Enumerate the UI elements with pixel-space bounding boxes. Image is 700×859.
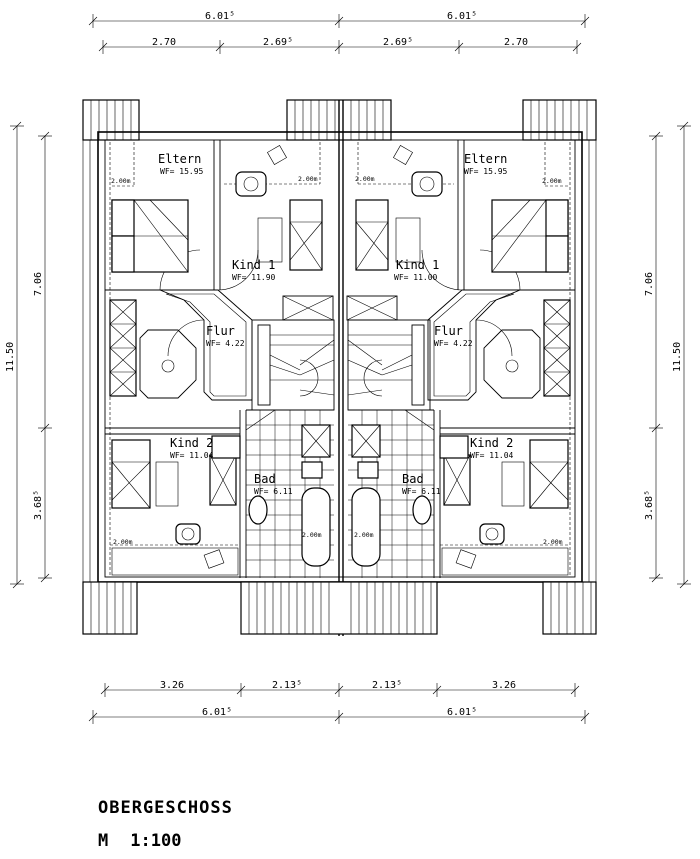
height-marker-6: 2.00m xyxy=(302,531,322,539)
dim-top-part-1: 2.70 xyxy=(152,37,176,48)
dim-right-total: 11.50 xyxy=(672,342,683,372)
room-area-kind1-right: WF= 11.00 xyxy=(394,273,438,282)
dim-bottom-part-1: 3.26 xyxy=(160,680,184,691)
room-area-flur-right: WF= 4.22 xyxy=(434,339,473,348)
room-name-kind2-left: Kind 2 xyxy=(170,436,213,450)
room-area-bad-right: WF= 6.11 xyxy=(402,487,441,496)
dim-bottom-part-2: 2.13⁵ xyxy=(272,680,302,691)
room-area-eltern-left: WF= 15.95 xyxy=(160,167,204,176)
floor-plan: 6.01⁵ 6.01⁵ 2.70 2.69⁵ 2.69⁵ 2.70 3.26 2… xyxy=(5,11,691,724)
room-name-eltern-left: Eltern xyxy=(158,152,201,166)
height-markers: 2.00m 2.00m 2.00m 2.00m 2.00m 2.00m 2.00… xyxy=(111,175,563,546)
room-area-kind2-right: WF= 11.04 xyxy=(470,451,514,460)
scale-value: 1:100 xyxy=(130,831,182,851)
dim-top-total-right: 6.01⁵ xyxy=(447,11,477,22)
dim-bottom-part-4: 3.26 xyxy=(492,680,516,691)
room-area-bad-left: WF= 6.11 xyxy=(254,487,293,496)
room-name-kind1-right: Kind 1 xyxy=(396,258,439,272)
bottom-dimension-lines: 3.26 2.13⁵ 2.13⁵ 3.26 6.01⁵ 6.01⁵ xyxy=(88,680,590,724)
room-name-eltern-right: Eltern xyxy=(464,152,507,166)
building-outline xyxy=(82,99,597,636)
dim-left-part-2: 3.68⁵ xyxy=(33,490,44,520)
room-name-flur-right: Flur xyxy=(434,324,463,338)
room-area-kind2-left: WF= 11.04 xyxy=(170,451,214,460)
room-name-kind2-right: Kind 2 xyxy=(470,436,513,450)
room-area-kind1-left: WF= 11.90 xyxy=(232,273,276,282)
hall-shapes xyxy=(139,249,541,401)
room-name-flur-left: Flur xyxy=(206,324,235,338)
room-labels: Eltern WF= 15.95 Kind 1 WF= 11.90 Flur W… xyxy=(158,152,514,496)
dim-top-part-3: 2.69⁵ xyxy=(383,37,413,48)
staircase xyxy=(251,295,431,411)
scale-prefix: M xyxy=(98,831,109,851)
room-name-bad-left: Bad xyxy=(254,472,276,486)
height-marker-7: 2.00m xyxy=(354,531,374,539)
top-dimension-lines: 6.01⁵ 6.01⁵ 2.70 2.69⁵ 2.69⁵ 2.70 xyxy=(88,11,590,54)
height-marker-2: 2.00m xyxy=(298,175,318,183)
dim-right-part-1: 7.06 xyxy=(644,272,655,296)
room-name-bad-right: Bad xyxy=(402,472,424,486)
dim-right-part-2: 3.68⁵ xyxy=(644,490,655,520)
height-marker-1: 2.00m xyxy=(111,177,131,185)
room-area-flur-left: WF= 4.22 xyxy=(206,339,245,348)
dim-top-part-2: 2.69⁵ xyxy=(263,37,293,48)
dim-left-total: 11.50 xyxy=(5,342,16,372)
dim-bottom-part-3: 2.13⁵ xyxy=(372,680,402,691)
drawing-title: OBERGESCHOSS xyxy=(98,798,233,818)
height-marker-3: 2.00m xyxy=(355,175,375,183)
dim-bottom-total-right: 6.01⁵ xyxy=(447,707,477,718)
dim-left-part-1: 7.06 xyxy=(33,272,44,296)
room-name-kind1-left: Kind 1 xyxy=(232,258,275,272)
height-marker-8: 2.00m xyxy=(543,538,563,546)
side-dimension-lines: 11.50 7.06 3.68⁵ 11.50 7.06 3.68⁵ xyxy=(5,121,691,589)
height-marker-4: 2.00m xyxy=(542,177,562,185)
furniture xyxy=(109,145,571,576)
bathroom-tiles xyxy=(245,409,435,578)
drawing-scale: M 1:100 xyxy=(98,831,203,851)
height-marker-5: 2.00m xyxy=(113,538,133,546)
dim-bottom-total-left: 6.01⁵ xyxy=(202,707,232,718)
room-area-eltern-right: WF= 15.95 xyxy=(464,167,508,176)
dim-top-total-left: 6.01⁵ xyxy=(205,11,235,22)
dim-top-part-4: 2.70 xyxy=(504,37,528,48)
